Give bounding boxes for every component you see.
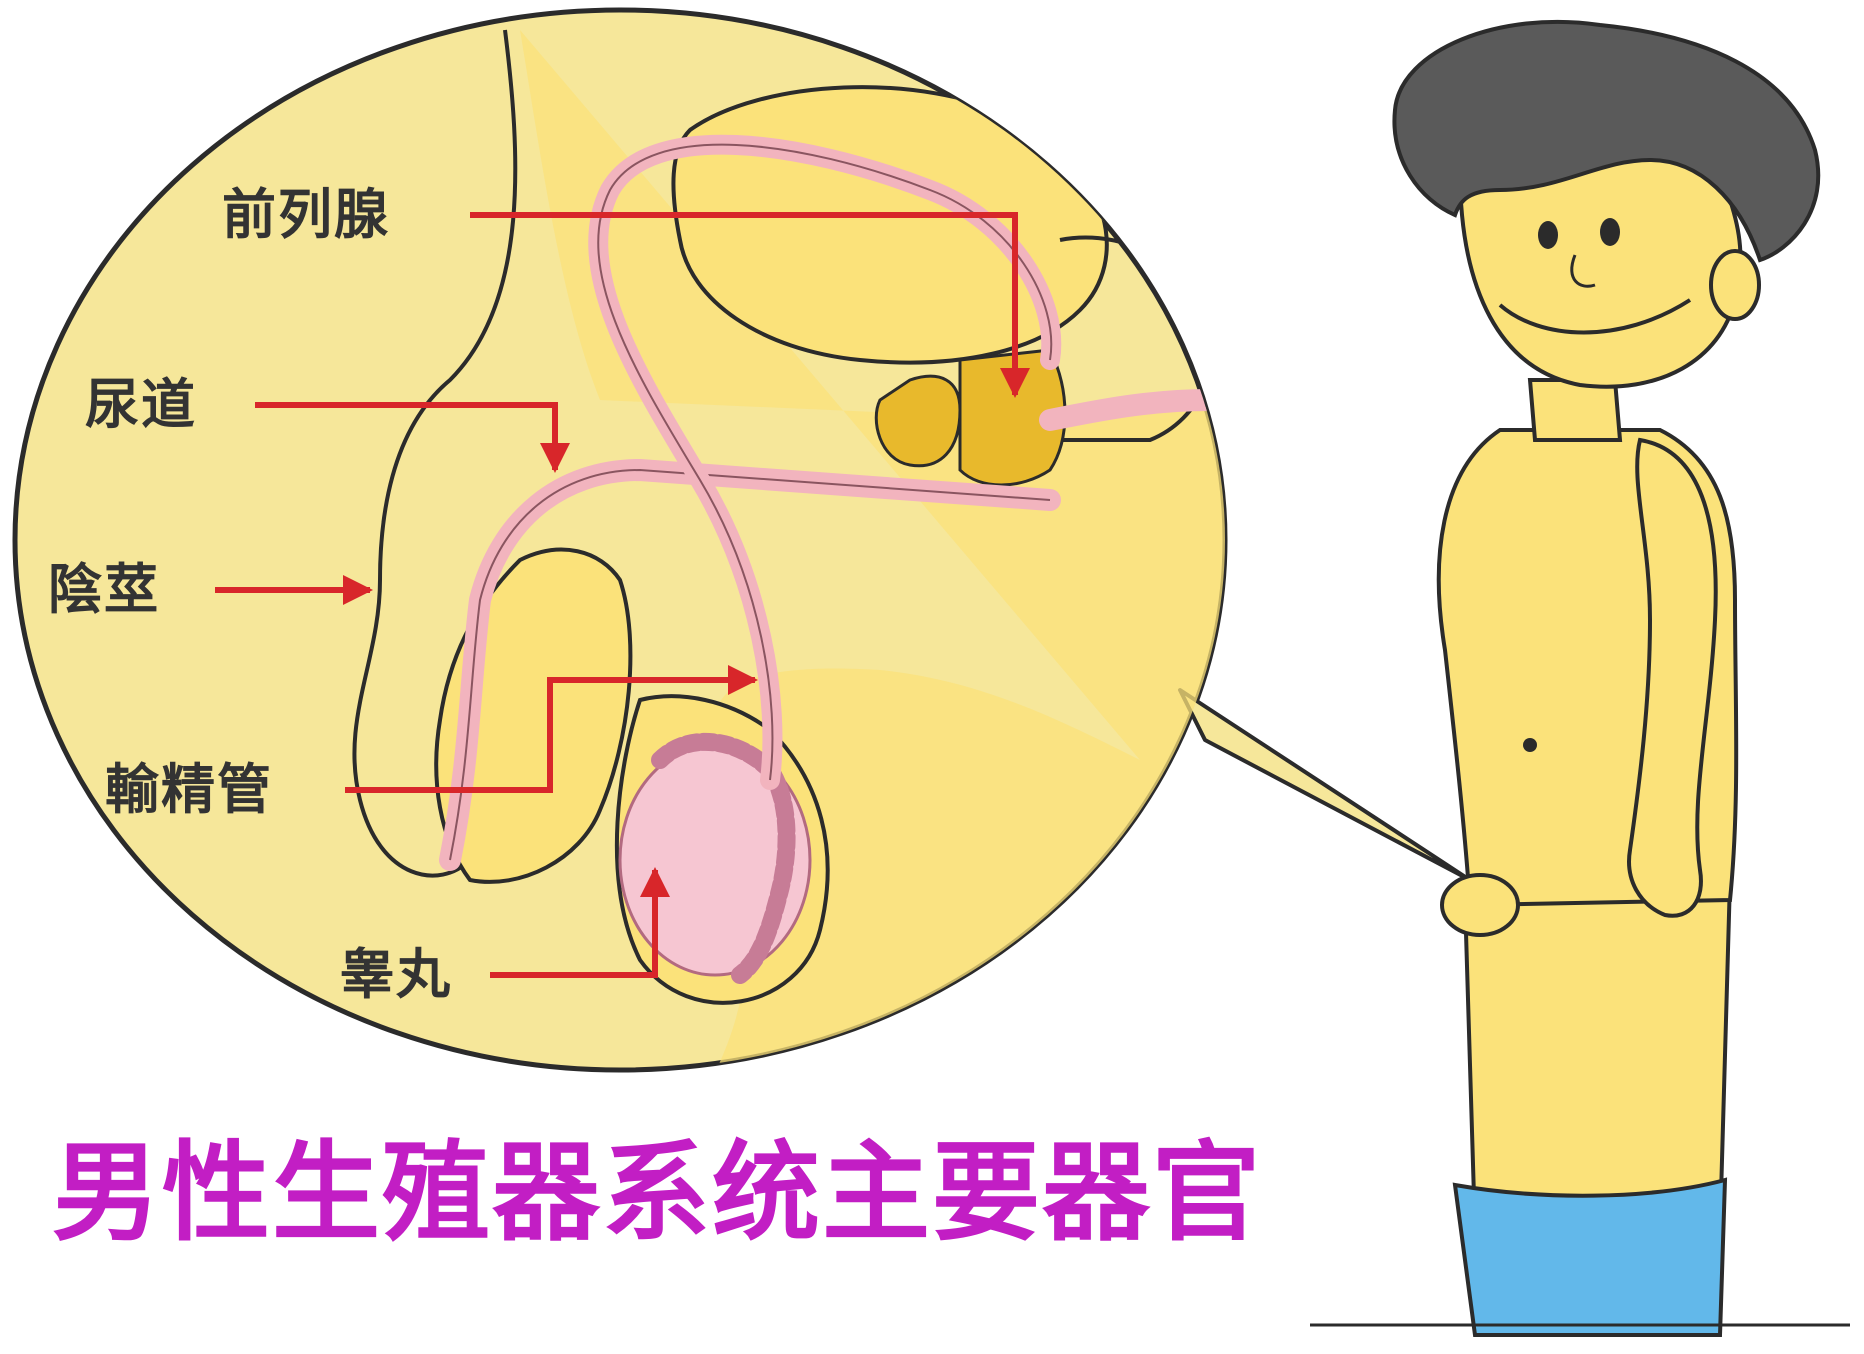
boy-figure <box>1310 19 1850 1337</box>
boy-ear <box>1709 249 1761 321</box>
label-penis: 陰莖 <box>48 558 160 621</box>
boy-lower-body <box>1462 877 1733 1232</box>
duct-right <box>1039 389 1221 431</box>
boy-mouth <box>1498 298 1692 335</box>
boy-shorts <box>1452 1177 1728 1337</box>
caption: 男性生殖器系统主要器官 <box>52 1131 1263 1256</box>
body-outline <box>352 29 518 878</box>
urethra-outline <box>449 468 1051 861</box>
boy-hand <box>1440 873 1520 937</box>
epididymis <box>651 732 796 984</box>
prostate-gland <box>958 348 1067 487</box>
label-prostate: 前列腺 <box>222 183 390 246</box>
label-vas-deferens: 輸精管 <box>105 758 273 821</box>
label-testis: 睾丸 <box>340 943 452 1006</box>
magnified-view <box>12 7 1472 1073</box>
boy-hair <box>1392 19 1821 263</box>
leader-arrows <box>215 212 1030 978</box>
boy-arm <box>1627 437 1718 918</box>
pelvis-body <box>520 30 1225 1070</box>
boy-navel <box>1523 738 1537 752</box>
arrow-prostate <box>470 212 1030 398</box>
arrow-urethra <box>255 402 570 473</box>
magnify-pointer <box>1178 688 1472 882</box>
boy-eye-right <box>1600 218 1620 246</box>
label-urethra: 尿道 <box>85 373 197 436</box>
boy-eye-left <box>1538 221 1558 249</box>
boy-nose <box>1570 254 1596 288</box>
arrow-vas-deferens <box>345 665 758 793</box>
arrow-testis <box>490 867 670 978</box>
boy-neck <box>1527 378 1623 442</box>
seminal-vesicle <box>874 374 962 468</box>
